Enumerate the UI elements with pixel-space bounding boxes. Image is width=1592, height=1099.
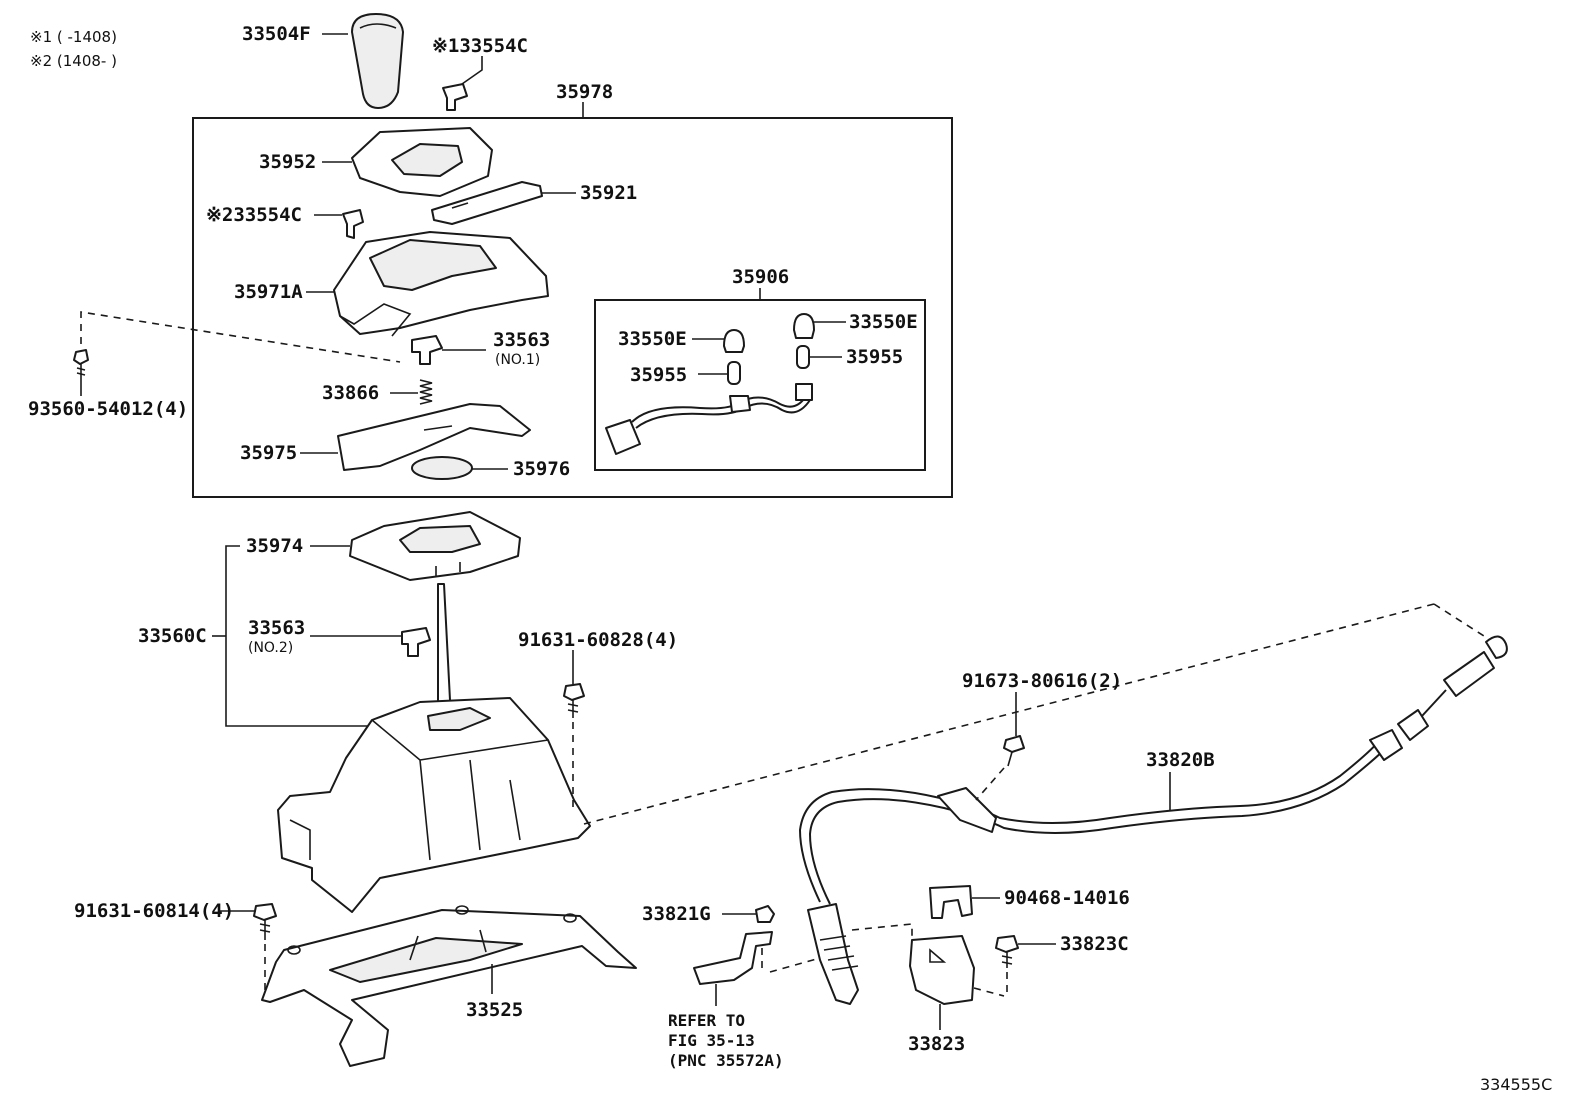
label-35955-left: 35955 (630, 364, 687, 386)
cover-35975[interactable] (337, 403, 531, 471)
screw-93560[interactable] (73, 349, 89, 380)
shift-lever-assembly[interactable] (277, 583, 591, 913)
label-35955-right: 35955 (846, 346, 903, 368)
diagram-code: 334555C (1480, 1075, 1552, 1094)
clip-90468-14016[interactable] (929, 885, 973, 919)
label-35971a: 35971A (234, 281, 303, 303)
nut-33821g[interactable] (755, 905, 775, 923)
bracket-33823[interactable] (909, 935, 975, 1005)
label-33821g: 33821G (642, 903, 711, 925)
label-91673-80616: 91673-80616(2) (962, 670, 1122, 692)
bolt-91631-60828[interactable] (563, 683, 585, 718)
reference-line3: (PNC 35572A) (668, 1051, 784, 1070)
label-35976: 35976 (513, 458, 570, 480)
label-33525: 33525 (466, 999, 523, 1021)
clip-33554c-lower[interactable] (342, 209, 364, 239)
label-91631-60828: 91631-60828(4) (518, 629, 678, 651)
shift-cable-33820b[interactable] (798, 635, 1508, 1005)
bolt-91673-80616[interactable] (1003, 735, 1025, 767)
clip-33554c-upper[interactable] (442, 83, 468, 111)
bulb-33550e-left[interactable] (723, 329, 745, 353)
label-90468-14016: 90468-14016 (1004, 887, 1130, 909)
label-35974: 35974 (246, 535, 303, 557)
reference-line1: REFER TO (668, 1011, 745, 1030)
note-2: ※2 (1408- ) (30, 52, 117, 70)
assembly-35978-frame (192, 117, 953, 498)
label-35978: 35978 (556, 81, 613, 103)
bolt-91631-60814[interactable] (253, 903, 277, 940)
label-35975: 35975 (240, 442, 297, 464)
label-33563-2-sub: (NO.2) (248, 640, 293, 656)
indicator-plate-35952[interactable] (351, 127, 493, 197)
label-93560: 93560-54012(4) (28, 398, 188, 420)
label-33820b: 33820B (1146, 749, 1215, 771)
bulb-33550e-right[interactable] (793, 313, 815, 339)
bolt-33823c[interactable] (995, 935, 1019, 968)
plate-35974[interactable] (349, 511, 521, 581)
label-35906: 35906 (732, 266, 789, 288)
housing-35971a[interactable] (333, 231, 549, 337)
label-91631-60814: 91631-60814(4) (74, 900, 234, 922)
label-33823c: 33823C (1060, 933, 1129, 955)
wire-harness[interactable] (605, 383, 813, 455)
label-33563-2: 33563 (248, 617, 305, 639)
label-33554c-2: ※233554C (206, 204, 302, 226)
label-33550e-right: 33550E (849, 311, 918, 333)
label-35952: 35952 (259, 151, 316, 173)
strip-35921[interactable] (431, 181, 543, 225)
bracket-ref-35572a[interactable] (693, 931, 773, 985)
base-bracket-33525[interactable] (261, 905, 637, 1067)
socket-35955-left[interactable] (727, 361, 741, 385)
note-1: ※1 ( -1408) (30, 28, 117, 46)
pad-35976[interactable] (411, 456, 473, 480)
label-33823: 33823 (908, 1033, 965, 1055)
label-35921: 35921 (580, 182, 637, 204)
socket-35955-right[interactable] (796, 345, 810, 369)
reference-line2: FIG 35-13 (668, 1031, 755, 1050)
shift-knob[interactable] (351, 13, 404, 109)
label-33554c-1: ※133554C (432, 35, 528, 57)
label-33563-1: 33563 (493, 329, 550, 351)
label-33560c: 33560C (138, 625, 207, 647)
label-33866: 33866 (322, 382, 379, 404)
spring-33866[interactable] (419, 379, 433, 405)
clip-33563-no1[interactable] (411, 335, 443, 365)
clip-33563-no2[interactable] (401, 627, 431, 657)
label-33550e-left: 33550E (618, 328, 687, 350)
label-33504F: 33504F (242, 23, 311, 45)
label-33563-1-sub: (NO.1) (495, 352, 540, 368)
